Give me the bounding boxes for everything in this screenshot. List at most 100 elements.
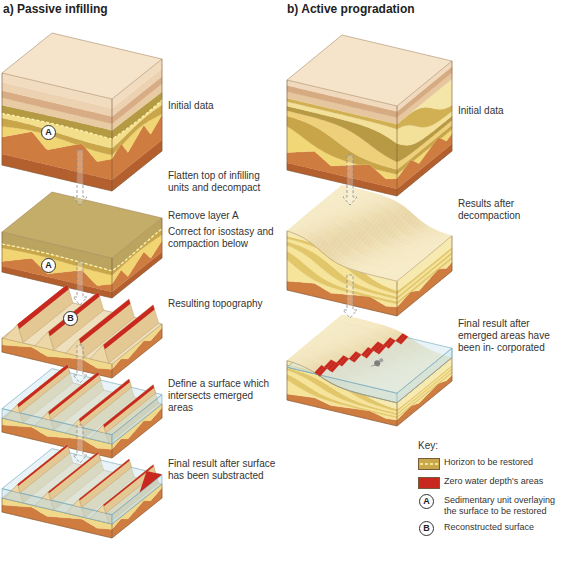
ridge-front <box>4 325 23 343</box>
zero-depth-area <box>386 339 396 348</box>
block-edge <box>162 59 163 151</box>
ridge-front <box>12 405 20 413</box>
zero-depth-stripe <box>16 285 67 326</box>
sediment-plume <box>379 358 383 362</box>
water-surface <box>287 322 452 393</box>
step-note: Resulting topography <box>168 298 280 310</box>
zero-depth-stripe <box>17 365 68 408</box>
zero-depth-area <box>317 367 327 376</box>
zero-depth-stripe <box>103 305 154 350</box>
zero-depth-stripe <box>48 372 99 415</box>
ridge-slope <box>97 385 153 431</box>
block-edge <box>162 218 163 258</box>
zero-depth-area <box>140 471 163 493</box>
zero-depth-area <box>398 335 408 344</box>
ridge-front <box>35 332 54 350</box>
ridge-front <box>73 499 81 507</box>
step-note: Initial data <box>458 105 563 117</box>
zero-depth-area <box>352 353 362 362</box>
zero-depth-stripe <box>17 445 67 486</box>
horizon-line <box>2 100 162 139</box>
zero-depth-stripe <box>48 372 99 413</box>
marker-letter: A <box>45 127 52 137</box>
rock-layer <box>287 231 452 291</box>
step-note: Remove layer A <box>168 210 280 222</box>
step-arrow <box>73 425 87 463</box>
legend-text: Sedimentary unit overlaying the surface … <box>444 495 562 517</box>
zero-depth-stripe <box>103 385 154 426</box>
ridge-front <box>12 485 20 493</box>
ridge-front <box>42 412 50 420</box>
water-edge <box>397 393 398 403</box>
block-edge <box>287 231 288 290</box>
block-edge <box>112 524 113 538</box>
topography-facet <box>436 241 446 248</box>
topography-facet <box>408 264 418 270</box>
block-edge <box>287 271 452 316</box>
ridge-slope <box>79 459 132 507</box>
ridge-front <box>97 425 105 433</box>
ridge-slope <box>103 385 156 433</box>
marker-letter: A <box>45 260 52 270</box>
marker-circle: B <box>63 311 78 326</box>
topography-facet <box>394 275 404 281</box>
zero-depth-area <box>339 357 349 366</box>
step-note: Correct for isostasy and compaction belo… <box>168 226 280 250</box>
ridge-slope <box>103 305 159 363</box>
legend-text: Zero water depth's areas <box>444 476 562 487</box>
block-edge <box>397 403 398 426</box>
zero-depth-area <box>376 345 386 354</box>
step-note: Final result after surface has been subs… <box>168 458 280 482</box>
step-arrow <box>343 275 357 318</box>
legend-text: Reconstructed surface <box>444 522 562 533</box>
block-edge <box>112 99 113 191</box>
block-edge <box>162 484 163 498</box>
zero-depth-area <box>330 363 340 372</box>
legend-row: Horizon to be restored <box>418 457 566 468</box>
panel-heading: b) Active progradation <box>287 2 415 16</box>
topography-facet <box>429 247 439 253</box>
legend-symbol-letter: A <box>419 494 434 509</box>
ridge-slope <box>79 379 132 427</box>
illustration <box>2 33 452 538</box>
step-arrow <box>73 150 87 205</box>
marker-letter: B <box>67 313 74 323</box>
block-edge <box>397 281 398 316</box>
sediment-plume <box>371 365 379 367</box>
block-edge <box>452 236 453 271</box>
legend-swatch <box>418 458 440 470</box>
topography-facet <box>415 258 425 264</box>
block-edge <box>162 324 163 338</box>
zero-depth-stripe <box>17 445 68 487</box>
step-note: Results after decompaction <box>458 198 563 222</box>
block-edge <box>112 364 113 378</box>
legend-text: Horizon to be restored <box>444 457 562 468</box>
zero-depth-stripe <box>102 305 153 346</box>
block-edge <box>287 361 288 400</box>
block-edge <box>452 61 453 151</box>
step-note: Initial data <box>168 100 280 112</box>
block-edge <box>162 404 163 418</box>
block-edge <box>2 338 3 352</box>
ridge-front <box>90 345 109 363</box>
step-arrow <box>343 155 357 205</box>
ridge-front <box>97 505 105 513</box>
legend-symbol-letter: B <box>419 521 434 536</box>
water-edge <box>452 348 453 357</box>
block-edge <box>287 357 452 402</box>
panel-heading: a) Passive infilling <box>3 2 108 16</box>
zero-depth-stripe <box>103 385 154 428</box>
step-note: Define a surface which intersects emerge… <box>168 378 280 414</box>
horizon-sample <box>419 459 439 469</box>
step-arrow <box>73 262 87 305</box>
zero-depth-stripe <box>47 292 98 333</box>
zero-depth-stripe <box>48 452 98 493</box>
legend-swatch <box>418 477 440 489</box>
block-edge <box>287 80 288 170</box>
block-top <box>287 35 452 106</box>
block-edge <box>2 232 3 272</box>
block-edge <box>2 73 3 165</box>
legend-row: Sedimentary unit overlaying the surface … <box>418 495 566 517</box>
marker-circle: A <box>41 258 56 273</box>
